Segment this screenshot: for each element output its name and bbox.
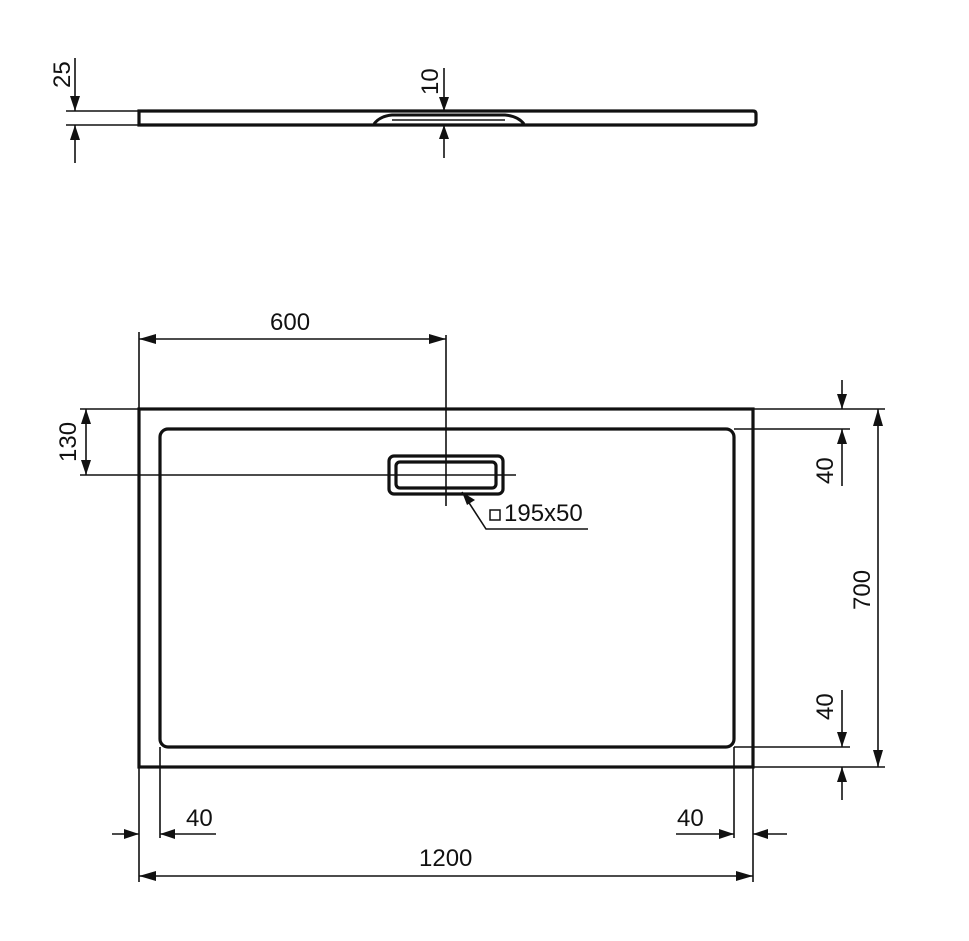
square-icon [489, 509, 501, 521]
rim-bottom-label: 40 [812, 693, 839, 720]
drain-depth-label: 10 [417, 68, 444, 95]
depth-label: 700 [849, 570, 876, 610]
tray-side-profile [137, 109, 758, 127]
thickness-label: 25 [49, 61, 76, 88]
side-view: 25 10 [49, 58, 758, 163]
drain-recess-profile [372, 113, 526, 125]
width-label: 1200 [419, 845, 472, 872]
plan-view: 195x50 600 130 40 40 700 [55, 309, 885, 882]
drain-size-label: 195x50 [504, 500, 583, 527]
drain-offset-y-label: 130 [55, 422, 82, 462]
drain-offset-x-label: 600 [270, 309, 310, 336]
rim-right-label: 40 [677, 805, 704, 832]
rim-top-label: 40 [812, 457, 839, 484]
inner-basin [158, 427, 736, 749]
rim-left-label: 40 [186, 805, 213, 832]
